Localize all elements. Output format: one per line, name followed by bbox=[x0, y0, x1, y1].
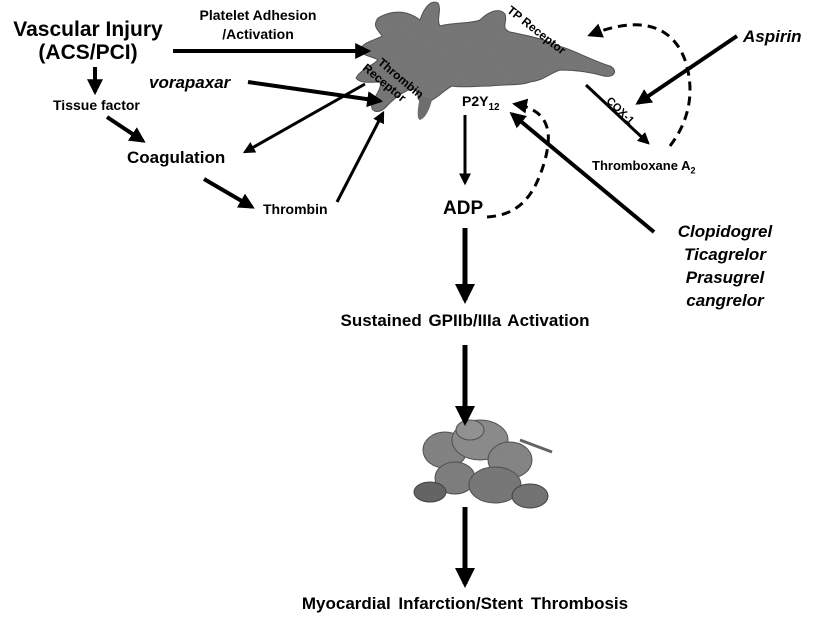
aspirin-label: Aspirin bbox=[743, 27, 802, 46]
dashed-arrow-thromboxane-to-tp-receptor bbox=[587, 23, 692, 147]
drug-clopidogrel: Clopidogrel bbox=[677, 222, 773, 241]
p2y12-inhibitors-list: Clopidogrel Ticagrelor Prasugrel cangrel… bbox=[650, 220, 800, 312]
arrow-tissue-factor-to-coagulation bbox=[105, 115, 146, 143]
arrow-thrombin-to-receptor bbox=[335, 110, 385, 203]
thromboxane-subscript: 2 bbox=[690, 165, 696, 176]
arrow-inhibitors-to-p2y12 bbox=[509, 111, 656, 234]
thromboxane-base: Thromboxane A bbox=[592, 158, 691, 173]
drug-cangrelor: cangrelor bbox=[686, 291, 764, 310]
arrow-vorapaxar-to-thrombin-receptor bbox=[247, 80, 384, 108]
thromboxane-label: Thromboxane A2 bbox=[592, 158, 696, 176]
activated-platelet-image bbox=[355, 1, 616, 120]
adp-label: ADP bbox=[443, 198, 484, 219]
drug-ticagrelor: Ticagrelor bbox=[684, 245, 766, 264]
drug-prasugrel: Prasugrel bbox=[685, 268, 765, 287]
platelet-adhesion-label: Platelet Adhesion /Activation bbox=[188, 6, 328, 44]
platelet-aggregate-image bbox=[413, 419, 553, 509]
gp-activation-label: Sustained GPIIb/IIIa Activation bbox=[340, 311, 590, 330]
p2y12-base: P2Y bbox=[462, 93, 489, 109]
vorapaxar-label: vorapaxar bbox=[149, 73, 231, 92]
platelet-adhesion-line2: /Activation bbox=[222, 26, 294, 42]
arrow-coagulation-to-thrombin bbox=[202, 177, 255, 209]
outcome-label: Myocardial Infarction/Stent Thrombosis bbox=[301, 594, 629, 613]
arrow-receptor-to-coagulation bbox=[242, 82, 366, 154]
p2y12-subscript: 12 bbox=[488, 101, 500, 113]
vascular-injury-line2: (ACS/PCI) bbox=[38, 41, 138, 64]
platelet-adhesion-line1: Platelet Adhesion bbox=[199, 7, 317, 23]
tissue-factor-label: Tissue factor bbox=[53, 97, 140, 113]
vascular-injury-line1: Vascular Injury bbox=[13, 18, 163, 41]
vascular-injury-label: Vascular Injury (ACS/PCI) bbox=[8, 18, 168, 64]
coagulation-label: Coagulation bbox=[127, 148, 226, 167]
dashed-arrow-adp-to-p2y12 bbox=[486, 98, 550, 219]
p2y12-label: P2Y12 bbox=[462, 93, 500, 113]
arrow-platelet-to-cox1 bbox=[584, 83, 650, 145]
thrombin-label: Thrombin bbox=[263, 201, 328, 217]
